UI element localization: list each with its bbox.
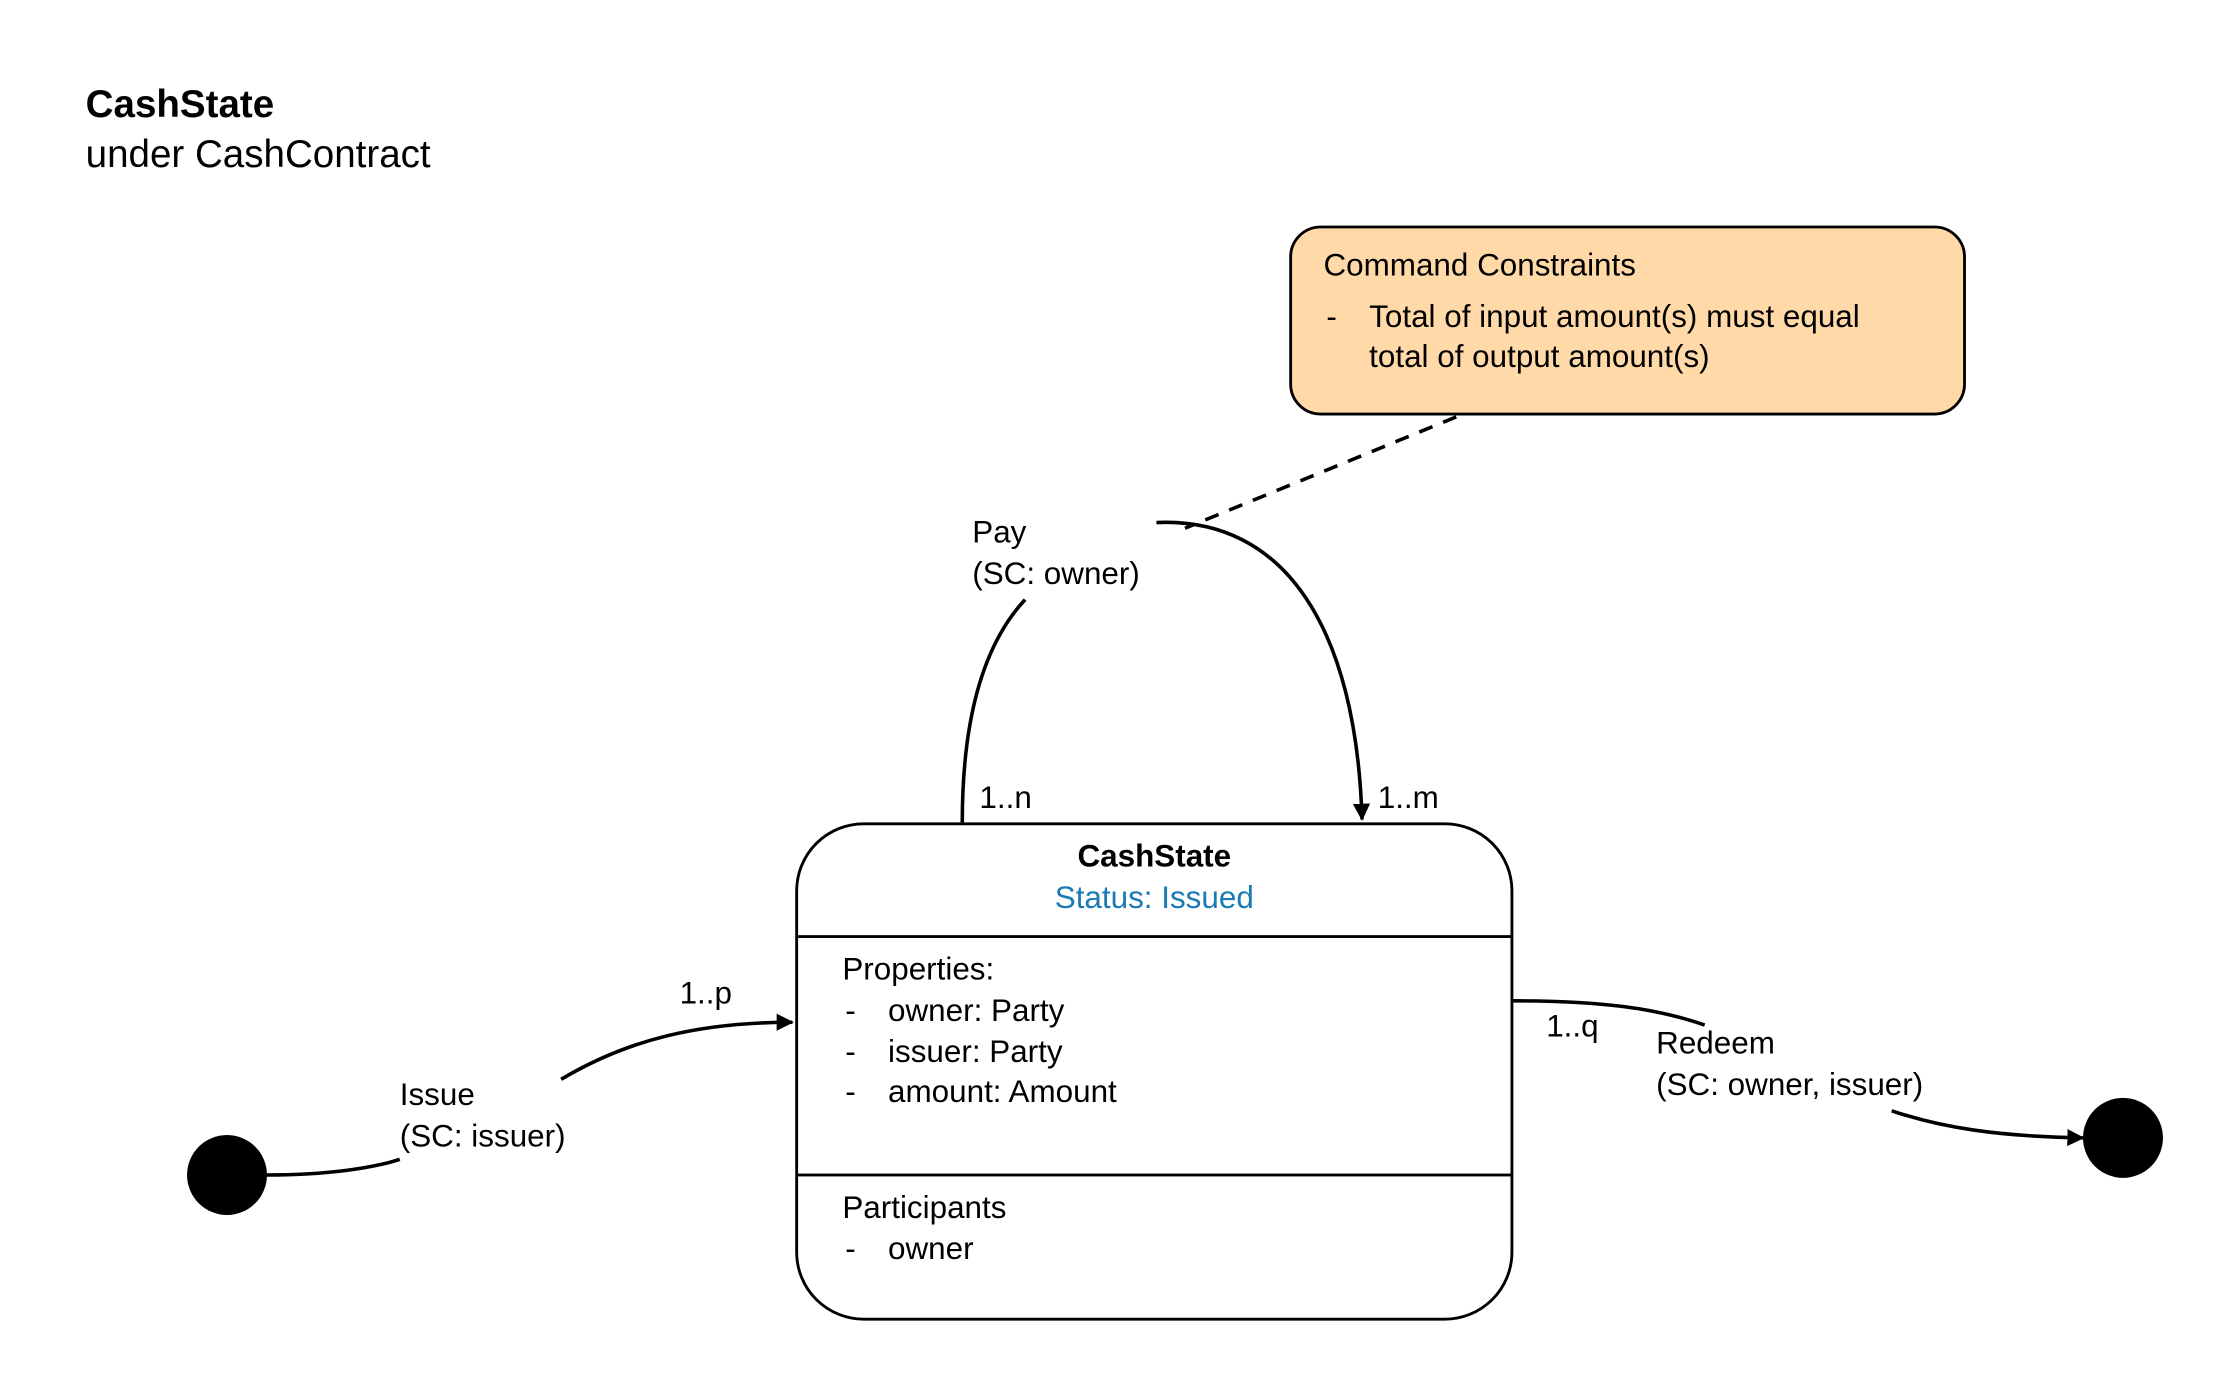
pay-signers: (SC: owner) <box>972 555 1140 592</box>
note-bullet: - <box>1326 298 1337 335</box>
pay-edge-out <box>960 598 1027 823</box>
initial-state-dot <box>187 1135 267 1215</box>
properties-heading: Properties: <box>842 950 995 987</box>
redeem-signers: (SC: owner, issuer) <box>1656 1066 1924 1103</box>
property-bullet: - <box>845 1033 856 1070</box>
property-issuer: issuer: Party <box>888 1033 1063 1070</box>
final-state-dot <box>2083 1097 2163 1178</box>
participant-bullet: - <box>845 1230 856 1267</box>
issue-edge-start <box>265 1157 401 1177</box>
state-divider-top <box>798 935 1511 938</box>
property-owner: owner: Party <box>888 992 1065 1028</box>
participant-owner: owner <box>888 1230 974 1267</box>
pay-label: Pay <box>972 513 1027 550</box>
pay-edge-in <box>1156 520 1371 821</box>
page-subtitle: under CashContract <box>85 132 431 176</box>
property-amount: amount: Amount <box>888 1073 1117 1110</box>
redeem-multiplicity: 1..q <box>1546 1007 1599 1044</box>
property-bullet: - <box>845 992 856 1028</box>
page-title: CashState <box>85 82 275 126</box>
state-status: Status: Issued <box>1054 879 1254 916</box>
issue-edge-end <box>560 1013 794 1081</box>
redeem-edge-end <box>1891 1109 2085 1147</box>
pay-in-multiplicity: 1..n <box>979 779 1032 816</box>
issue-signers: (SC: issuer) <box>399 1117 566 1154</box>
note-item-line2: total of output amount(s) <box>1369 338 1710 375</box>
pay-out-multiplicity: 1..m <box>1377 779 1439 816</box>
note-link <box>1184 415 1457 530</box>
state-name: CashState <box>1077 838 1232 874</box>
redeem-edge-start <box>1513 999 1706 1027</box>
state-divider-bottom <box>798 1173 1511 1177</box>
command-constraints-note: Command Constraints - Total of input amo… <box>1289 225 1966 416</box>
state-box: CashState Status: Issued Properties: - o… <box>795 822 1514 1321</box>
note-item-line1: Total of input amount(s) must equal <box>1369 298 1860 335</box>
property-bullet: - <box>845 1073 856 1110</box>
note-heading: Command Constraints <box>1323 246 1636 283</box>
participants-heading: Participants <box>842 1189 1007 1225</box>
issue-multiplicity: 1..p <box>679 975 732 1011</box>
redeem-label: Redeem <box>1656 1025 1775 1061</box>
issue-label: Issue <box>399 1076 475 1113</box>
